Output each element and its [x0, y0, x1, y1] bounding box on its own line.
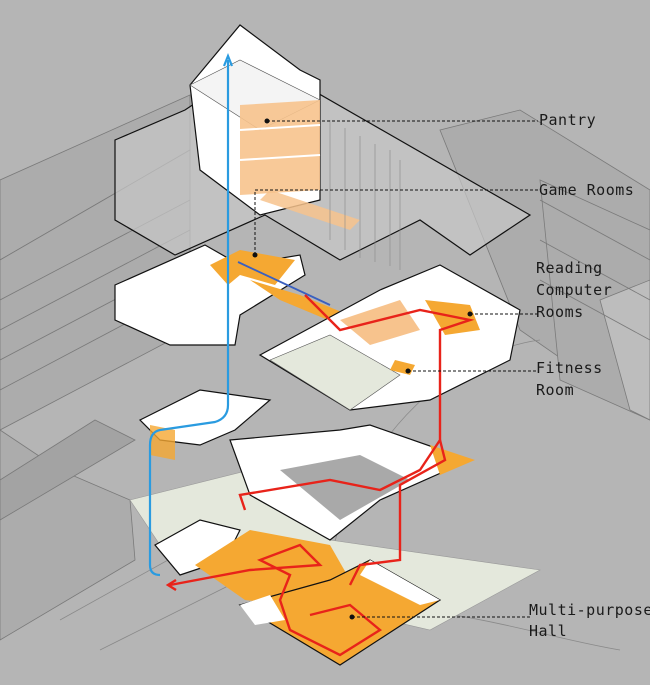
upper-tower-building: [114, 24, 532, 270]
blue-diagonal-link: [237, 261, 331, 306]
label-pantry: Pantry: [539, 111, 597, 129]
label-game-rooms: Game Rooms: [539, 181, 635, 199]
reading-fitness-level: [258, 264, 521, 411]
ground-floor-level: [154, 519, 442, 666]
label-multipurpose-hall-1: Multi-purpose: [529, 601, 650, 619]
label-leader-lines: [254, 120, 538, 618]
label-fitness-room-2: Room: [536, 381, 575, 399]
label-fitness-room-1: Fitness: [536, 359, 603, 377]
label-reading-rooms-2: Computer: [536, 281, 613, 299]
label-multipurpose-hall-2: Hall: [529, 622, 568, 640]
label-reading-rooms-1: Reading: [536, 259, 603, 277]
first-floor-level: [138, 389, 475, 541]
label-anchor-dots: [252, 118, 473, 620]
label-reading-rooms-3: Rooms: [536, 303, 584, 321]
blue-vertical-circulation-path: [148, 53, 234, 577]
red-public-route-path: [165, 294, 475, 657]
